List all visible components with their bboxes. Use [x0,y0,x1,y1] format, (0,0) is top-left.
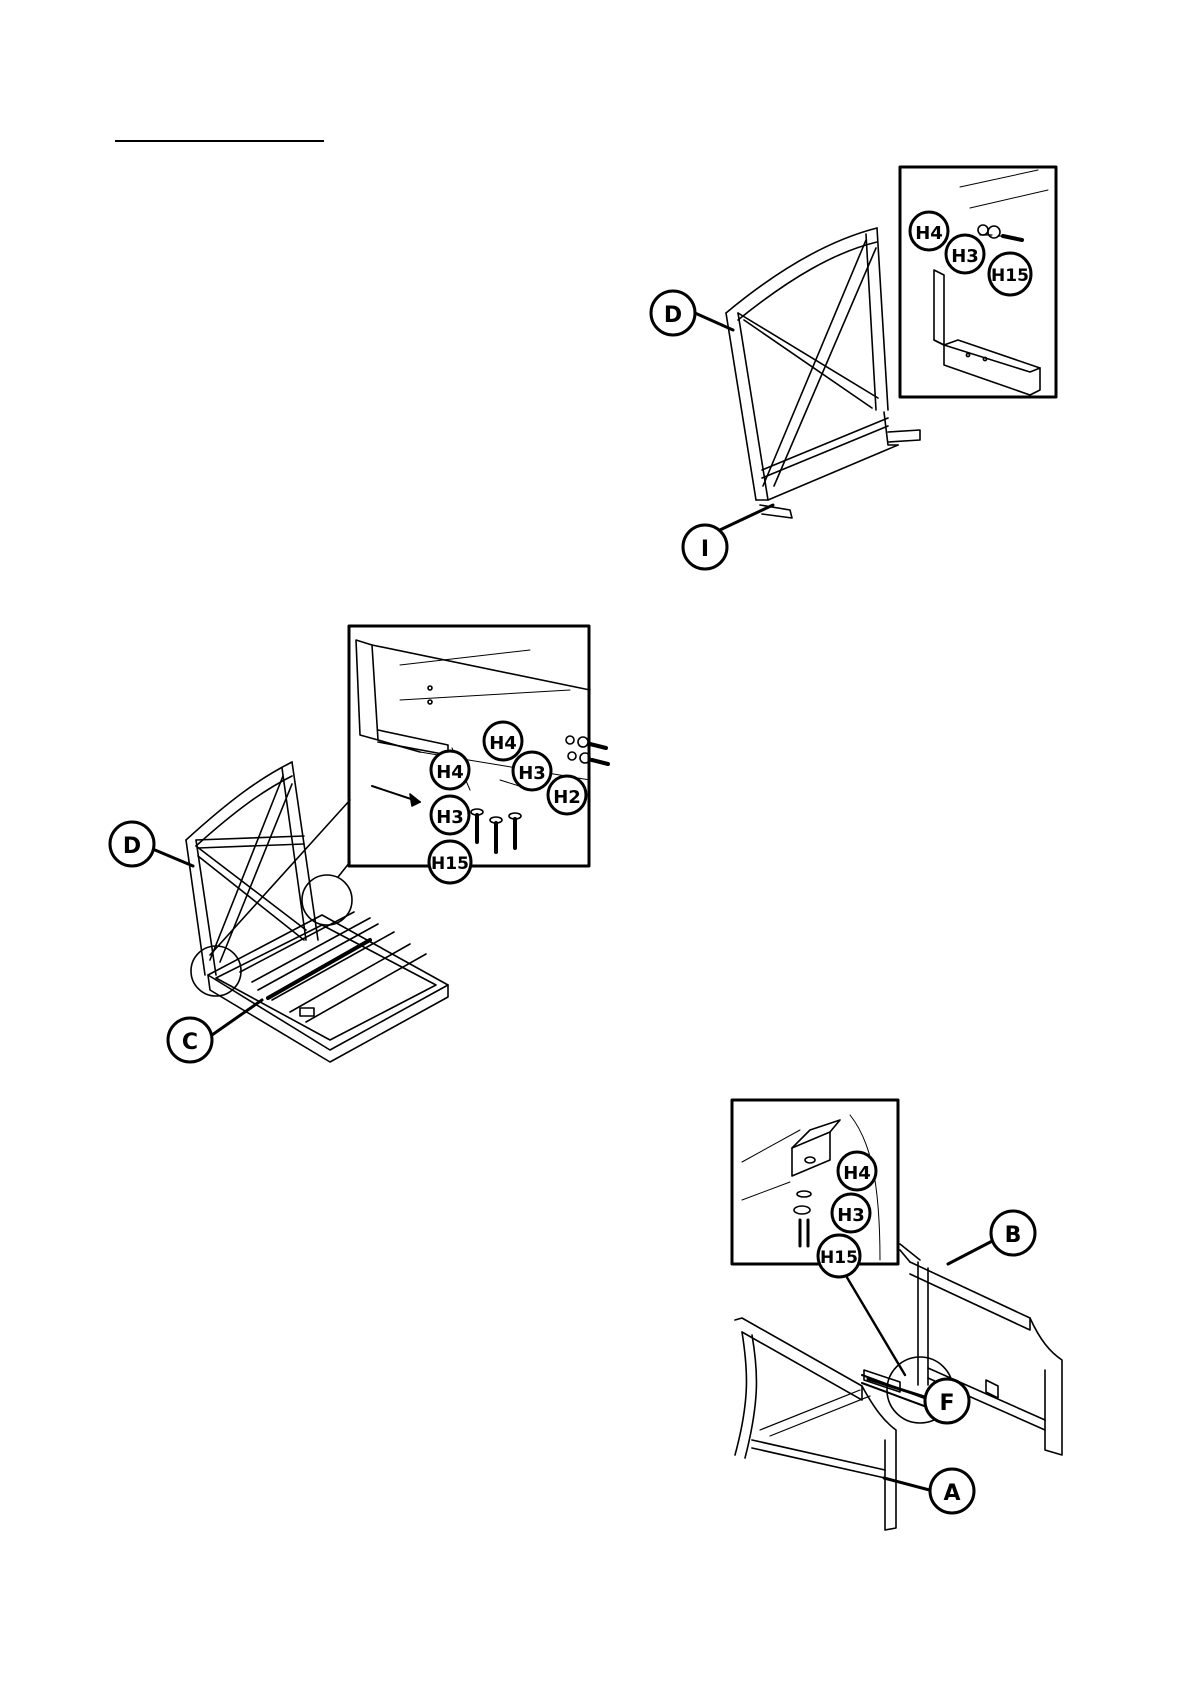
part-label: H15 [820,1248,858,1268]
part-callout-b-fig3: B [991,1211,1035,1255]
hardware-callout-h4-upper-fig2: H4 [484,722,522,760]
part-label: D [664,303,682,328]
figure-side-frames-connector [732,1100,1062,1530]
hardware-callout-h3-upper-fig2: H3 [513,752,551,790]
part-callout-d-fig1: D [651,291,695,335]
hardware-callout-h15-fig2: H15 [429,841,471,883]
hardware-callout-h3-lower-fig2: H3 [431,796,469,834]
hardware-callout-h2-fig2: H2 [548,776,586,814]
part-label: H15 [991,266,1029,286]
hardware-callout-h15-fig3: H15 [818,1235,860,1277]
part-label: H3 [518,763,546,784]
part-label: C [182,1030,198,1055]
part-label: H3 [951,246,979,267]
part-callout-f-fig3: F [925,1379,969,1423]
part-callout-c-fig2: C [168,1018,212,1062]
figure-back-to-seat [155,626,608,1062]
part-label: B [1005,1223,1022,1248]
part-label: H4 [915,223,943,244]
part-label: H3 [436,807,464,828]
part-label: H3 [837,1205,865,1226]
part-callout-a-fig3: A [930,1469,974,1513]
part-label: H2 [553,787,581,808]
part-label: H4 [489,733,517,754]
part-callout-i-fig1: I [683,525,727,569]
hardware-callout-h15-fig1: H15 [989,253,1031,295]
hardware-callout-h4-fig1: H4 [910,212,948,250]
part-label: A [943,1481,960,1506]
part-label: H4 [436,762,464,783]
hardware-callout-h4-fig3: H4 [838,1152,876,1190]
part-label: F [939,1391,954,1416]
part-label: D [123,834,141,859]
hardware-callout-h3-fig1: H3 [946,235,984,273]
figure-back-frame-bracket [695,167,1056,537]
part-label: H4 [843,1163,871,1184]
part-label: I [701,537,709,562]
hardware-callout-h4-lower-fig2: H4 [431,751,469,789]
part-label: H15 [431,854,469,874]
hardware-callout-h3-fig3: H3 [832,1194,870,1232]
part-callout-d-fig2: D [110,822,154,866]
